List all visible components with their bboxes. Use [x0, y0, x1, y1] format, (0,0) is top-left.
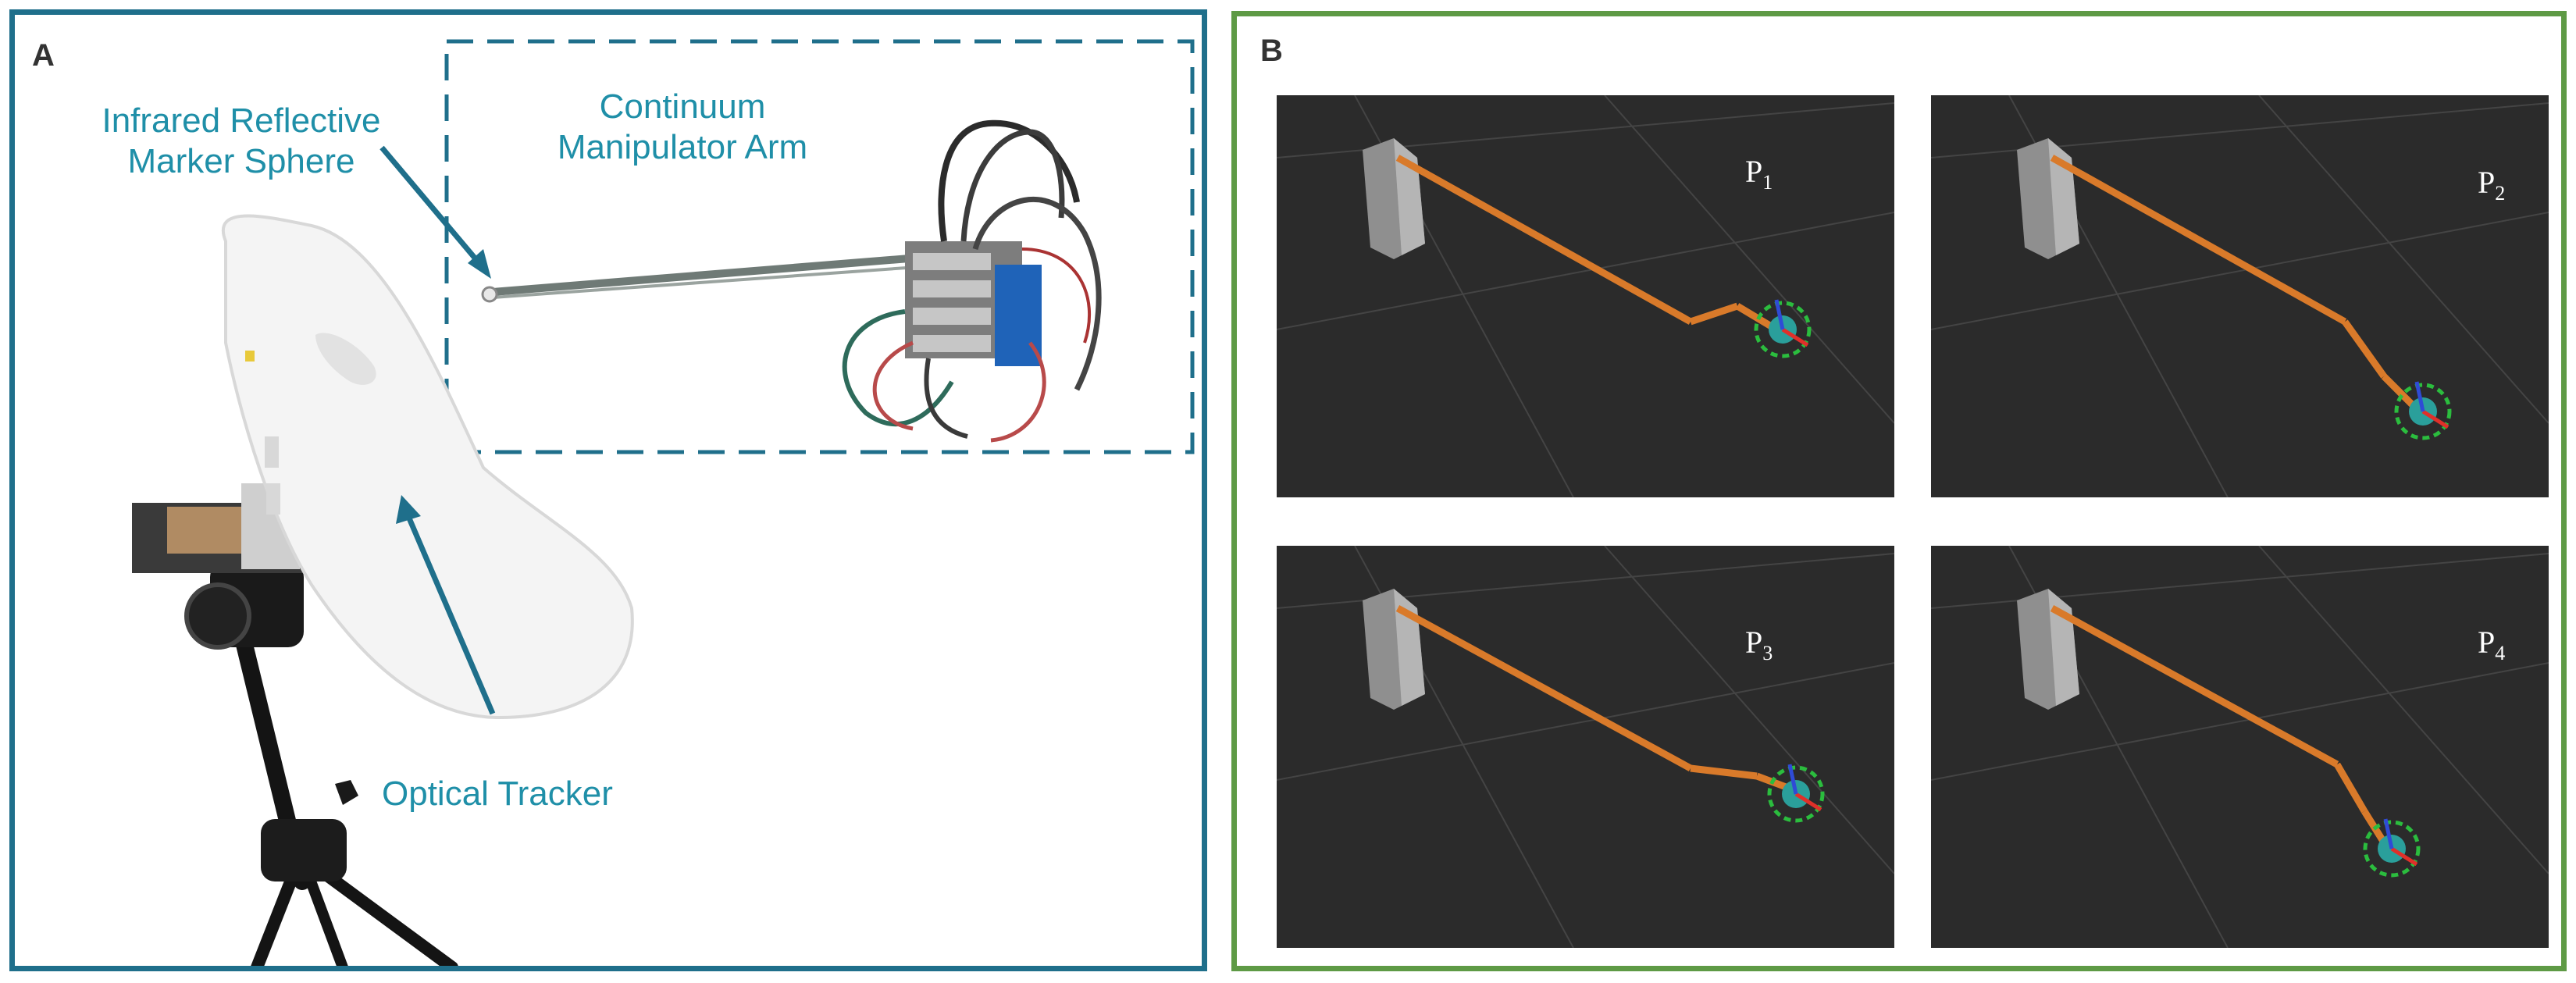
sim-view-p4: P4 [1931, 546, 2549, 948]
continuum-arm [481, 119, 1102, 443]
panel-a-photo [132, 39, 1195, 966]
panel-a: A [9, 9, 1207, 971]
sim-view-p2: P2 [1931, 95, 2549, 497]
optical-tracker-body [222, 214, 634, 720]
annotation-arrows [379, 145, 496, 715]
sim-view-p3: P3 [1277, 546, 1894, 948]
continuum-arm-callout: Continuum Manipulator Arm [557, 87, 808, 166]
panel-b: B P1 [1231, 11, 2567, 971]
tripod [184, 561, 458, 966]
pose-label-p2: P2 [2478, 165, 2506, 205]
sim-scene-p4 [1931, 546, 2549, 948]
optical-tracker-callout: Optical Tracker [382, 775, 613, 813]
marker-sphere [481, 286, 498, 303]
pose-label-p1: P1 [1745, 154, 1773, 194]
sim-scene-p2 [1931, 95, 2549, 497]
pose-label-p3: P3 [1745, 625, 1773, 664]
panel-a-label: A [32, 38, 55, 73]
pose-label-p4: P4 [2478, 625, 2506, 664]
arm-dashed-box [444, 39, 1195, 454]
sim-scene-p3 [1277, 546, 1894, 948]
sim-scene-p1 [1277, 95, 1894, 497]
sim-view-p1: P1 [1277, 95, 1894, 497]
panel-b-label: B [1260, 34, 1283, 68]
marker-sphere-callout: Infrared Reflective Marker Sphere [102, 102, 381, 180]
